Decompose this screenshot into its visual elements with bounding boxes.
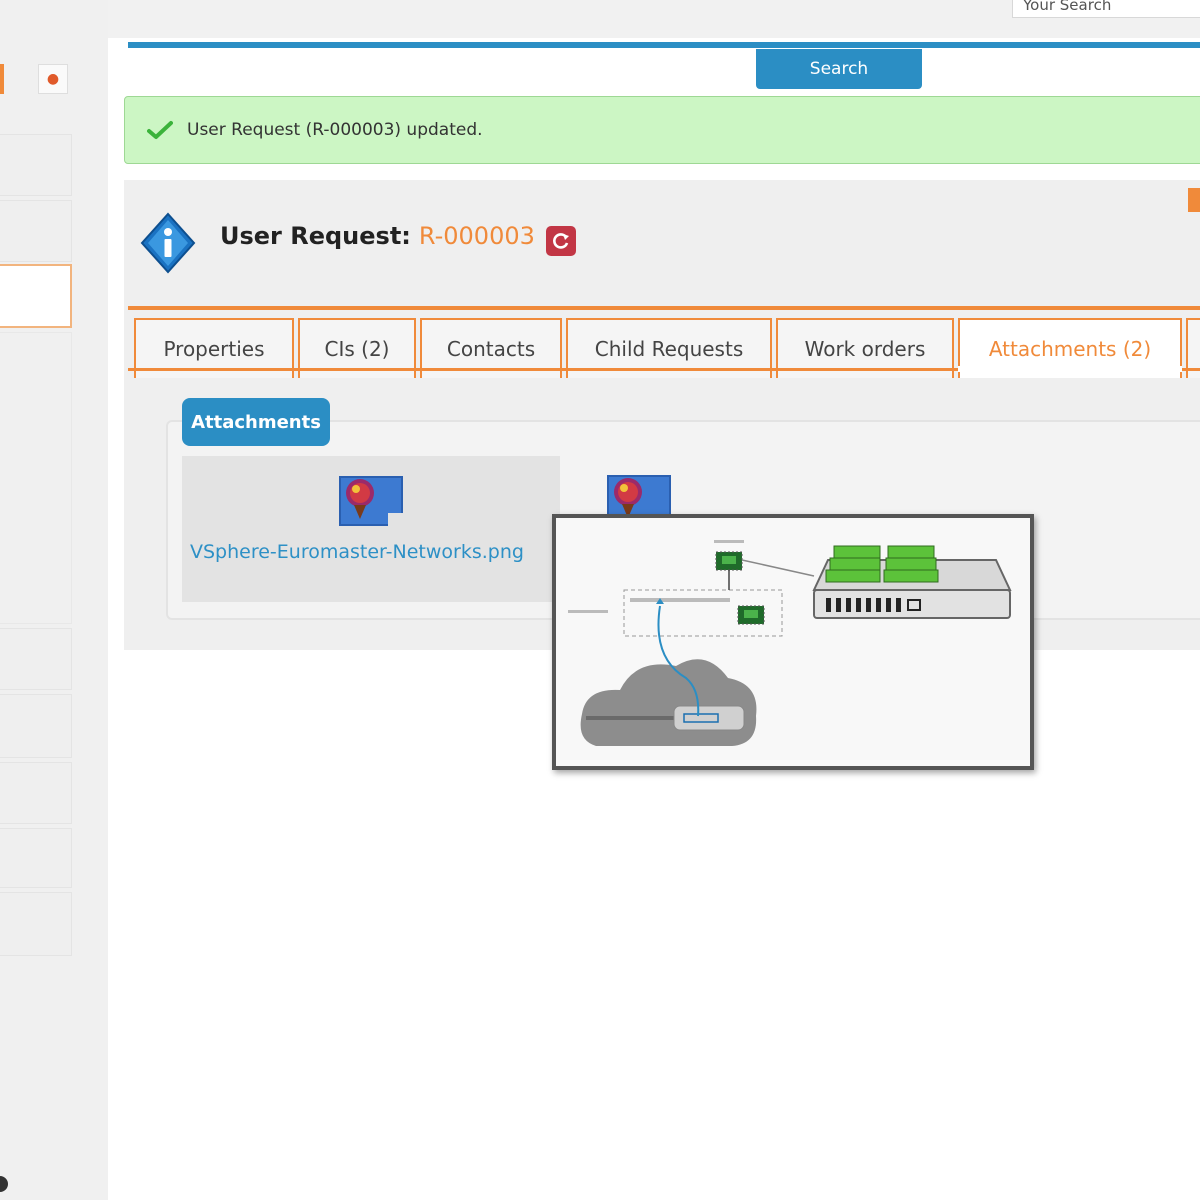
image-preview-popup [552,514,1034,770]
sidebar-collapse-marker[interactable] [0,64,4,94]
sidebar-item[interactable] [0,332,72,624]
user-avatar[interactable] [0,1176,8,1192]
sidebar-item[interactable] [0,694,72,758]
info-icon [140,212,196,274]
tab-bar: Properties CIs (2) Contacts Child Reques… [128,306,1200,378]
network-diagram-thumbnail [568,540,1012,746]
sidebar-item-active[interactable] [0,264,72,328]
sidebar-item[interactable] [0,828,72,888]
refresh-icon[interactable] [546,226,576,256]
check-icon [147,121,173,139]
attachment-link[interactable]: VSphere-Euromaster-Networks.png [190,541,524,563]
sidebar-item[interactable] [0,200,72,262]
left-sidebar: ● [0,0,108,1200]
sidebar-item[interactable] [0,628,72,690]
active-tab-gap [958,366,1182,372]
attachments-legend: Attachments [182,398,330,446]
panel-actions-marker[interactable] [1188,188,1200,212]
search-button[interactable]: Search [756,49,922,89]
page-title: User Request:R-000003 [220,222,535,250]
request-type-label: User Request: [220,222,411,250]
tab-underline [128,368,1200,371]
global-search-input[interactable]: Your Search [1012,0,1200,18]
sidebar-item[interactable] [0,134,72,196]
success-notification: User Request (R-000003) updated. [124,96,1200,164]
search-bar-divider [128,42,1200,48]
tab-more[interactable] [1186,318,1200,378]
sidebar-item[interactable] [0,762,72,824]
request-reference: R-000003 [418,222,535,250]
image-file-icon[interactable] [338,475,404,527]
sidebar-item[interactable] [0,892,72,956]
pin-icon[interactable]: ● [38,64,68,94]
notification-message: User Request (R-000003) updated. [187,120,483,140]
